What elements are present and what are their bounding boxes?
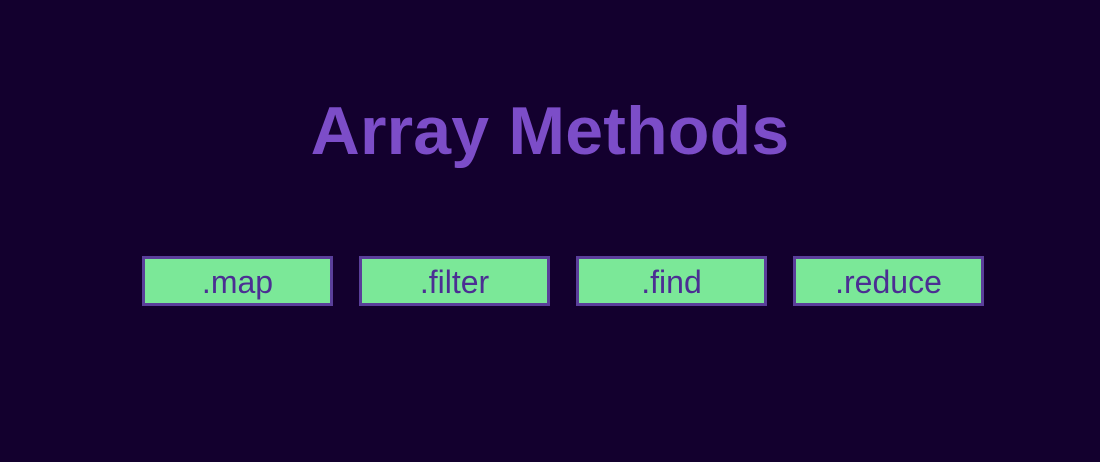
method-label: .filter [419,264,490,300]
method-label: .find [641,264,702,300]
method-label: .reduce [835,264,942,300]
page-title: Array Methods [310,93,790,169]
method-chip-find: .find [576,256,767,306]
method-chip-reduce: .reduce [793,256,984,306]
method-list: .map .filter .find .reduce [142,256,984,306]
method-chip-filter: .filter [359,256,550,306]
method-label: .map [201,264,274,300]
method-chip-map: .map [142,256,333,306]
